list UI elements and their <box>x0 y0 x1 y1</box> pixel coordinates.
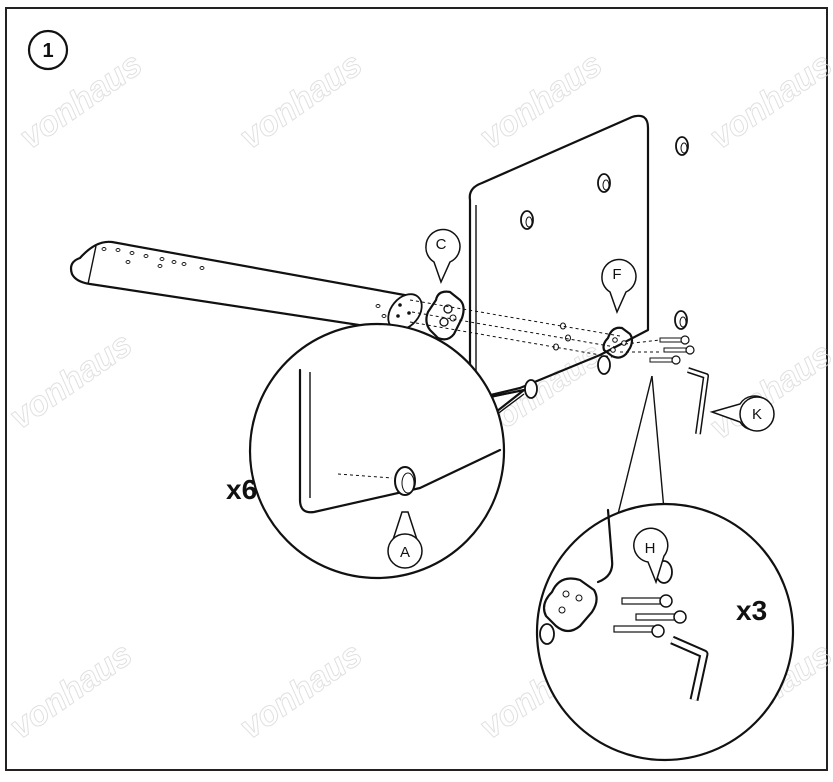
screw <box>635 610 687 624</box>
label-f-callout: F <box>601 258 637 315</box>
label-f: F <box>612 266 621 283</box>
step-number: 1 <box>42 40 53 62</box>
screw <box>663 345 695 355</box>
detail-bubble-h <box>535 375 795 762</box>
screw <box>621 594 673 608</box>
screws-h <box>649 335 695 365</box>
step-badge: 1 <box>27 29 69 71</box>
label-h: H <box>645 540 656 557</box>
label-k-callout: K <box>709 395 775 432</box>
label-k: K <box>752 406 762 423</box>
label-c-callout: C <box>425 228 461 285</box>
quantity-a: x6 <box>226 474 257 505</box>
panel-cam-bolt <box>597 173 611 193</box>
panel-cam-bolt <box>520 210 534 230</box>
loose-cam-bolt <box>674 310 688 330</box>
panel-cam-bolt <box>597 355 611 375</box>
loose-cam-bolt <box>675 136 689 156</box>
quantity-h: x3 <box>736 595 767 626</box>
label-c: C <box>436 236 447 253</box>
label-a: A <box>400 544 410 561</box>
screw <box>649 355 681 365</box>
alignment-lines <box>409 299 661 358</box>
label-h-callout: H <box>633 527 669 585</box>
allen-key-k <box>687 367 709 435</box>
detail-bubble-a <box>248 322 526 580</box>
screw <box>613 624 665 638</box>
screw <box>659 335 690 345</box>
bracket-f <box>602 326 634 359</box>
panel-cam-bolt <box>524 379 538 399</box>
label-a-callout: A <box>387 511 423 569</box>
